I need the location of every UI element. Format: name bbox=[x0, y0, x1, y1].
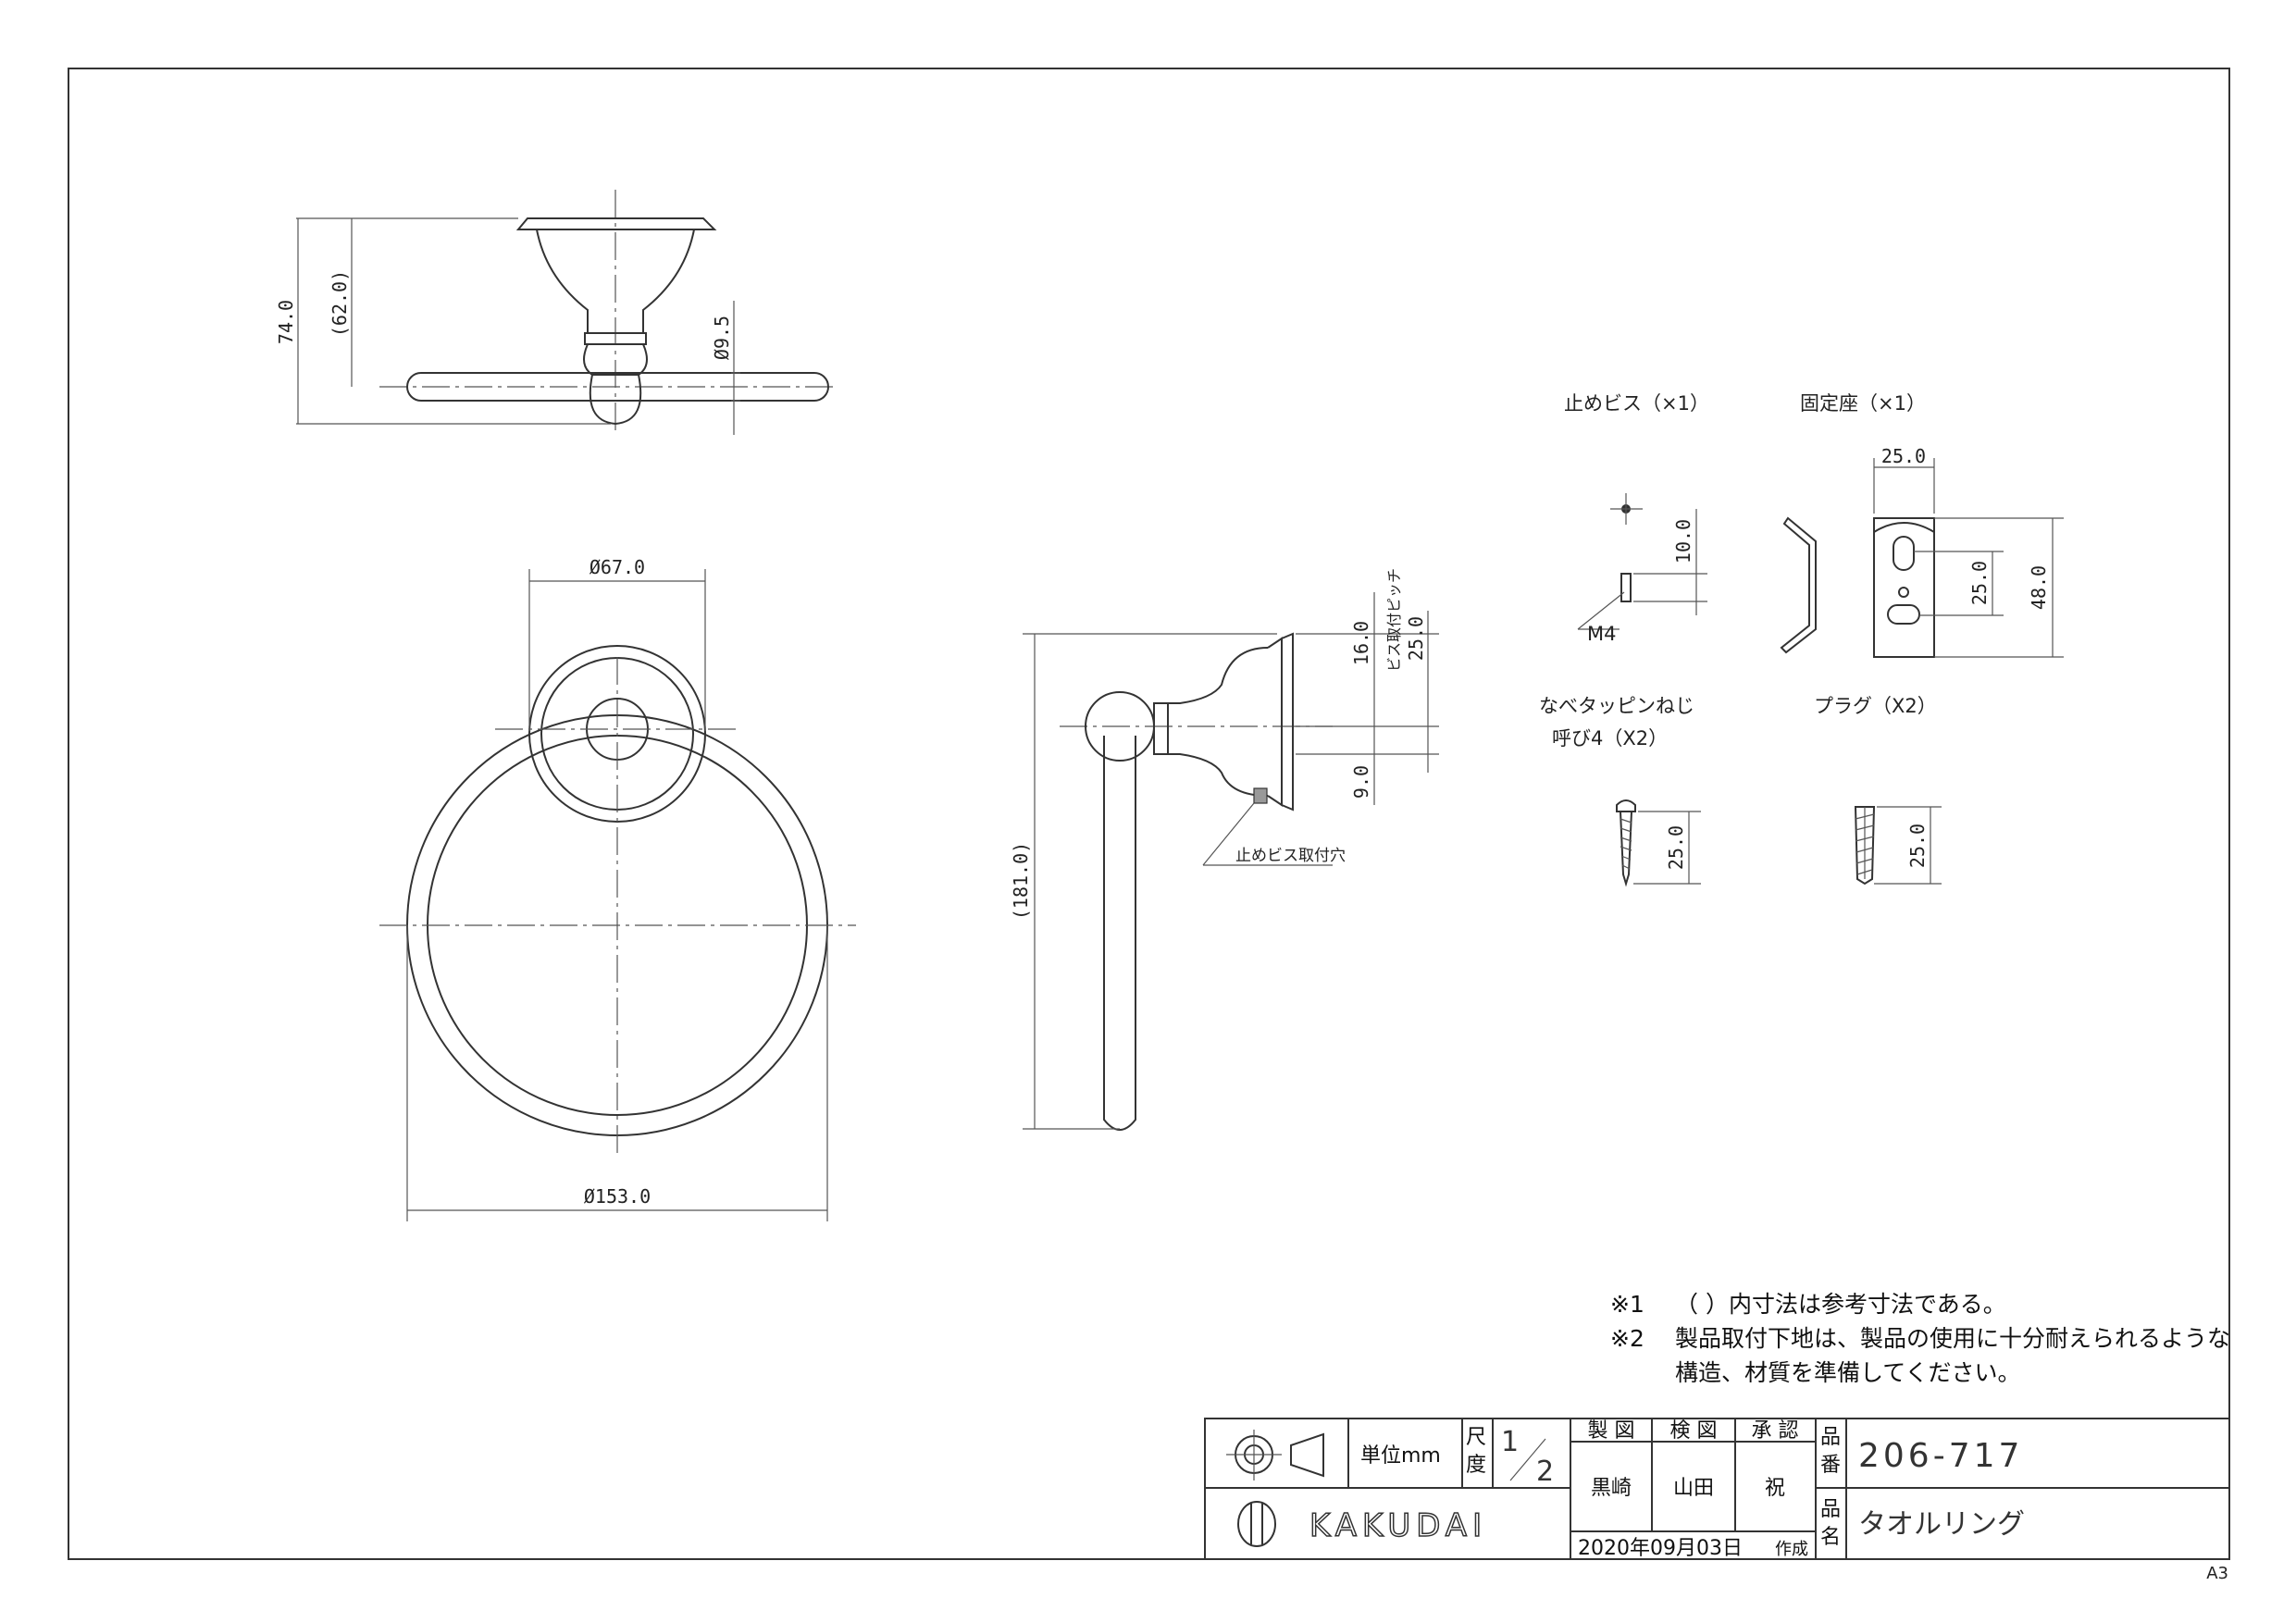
date-suffix: 作成 bbox=[1775, 1540, 1808, 1559]
part-no-label-1: 品 bbox=[1820, 1426, 1841, 1449]
screw-dim: 10.0 bbox=[1672, 519, 1694, 564]
hole-label: 止めビス取付穴 bbox=[1235, 847, 1346, 865]
drawn-header: 製 図 bbox=[1588, 1419, 1635, 1443]
tapping-title-1: なべタッピンねじ bbox=[1539, 695, 1694, 717]
approved-by: 祝 bbox=[1765, 1477, 1785, 1500]
dim-length-ref: (181.0) bbox=[1010, 842, 1032, 920]
dim-height-total: 74.0 bbox=[275, 300, 297, 344]
projection-symbol-icon bbox=[1226, 1430, 1324, 1481]
approved-header: 承 認 bbox=[1752, 1419, 1799, 1443]
kakudai-logo-icon bbox=[1237, 1501, 1276, 1547]
note-3-text: 構造、材質を準備してください。 bbox=[1675, 1359, 2021, 1386]
parts-screw: 止めビス（×1） 10.0 M4 bbox=[1564, 392, 1709, 645]
note-1-mark: ※1 bbox=[1610, 1291, 1644, 1318]
checked-header: 検 図 bbox=[1670, 1419, 1718, 1443]
front-view: Ø67.0 Ø153.0 bbox=[379, 556, 856, 1221]
sheet-size: A3 bbox=[2206, 1564, 2228, 1583]
top-view: 74.0 (62.0) Ø9.5 bbox=[275, 190, 838, 435]
parts-plug: プラグ（X2） 25.0 bbox=[1814, 695, 1942, 886]
note-1-text: （ ）内寸法は参考寸法である。 bbox=[1675, 1291, 2006, 1318]
dim-bar-dia: Ø9.5 bbox=[711, 316, 733, 360]
pitch-label: ビス取付ピッチ bbox=[1385, 568, 1403, 672]
dim-ring-dia: Ø153.0 bbox=[584, 1185, 651, 1208]
plug-length: 25.0 bbox=[1906, 824, 1929, 868]
scale-den: 2 bbox=[1536, 1456, 1554, 1488]
part-name-label-1: 品 bbox=[1820, 1498, 1841, 1521]
tapping-length: 25.0 bbox=[1665, 825, 1687, 870]
screw-title: 止めビス（×1） bbox=[1564, 392, 1709, 415]
drawn-by: 黒崎 bbox=[1591, 1477, 1632, 1500]
base-width: 25.0 bbox=[1881, 445, 1926, 467]
parts-tapping-screw: なべタッピンねじ 呼び4（X2） 25.0 bbox=[1539, 695, 1701, 887]
parts-base: 固定座（×1） 25.0 48.0 25.0 bbox=[1780, 392, 2064, 658]
scale-label-1: 尺 bbox=[1466, 1426, 1486, 1449]
dim-lower: 9.0 bbox=[1350, 765, 1372, 799]
note-2-text: 製品取付下地は、製品の使用に十分耐えられるような bbox=[1675, 1325, 2230, 1352]
title-block: 単位mm 尺 度 1 2 製 図 検 図 承 認 黒崎 山田 祝 2020年09… bbox=[1204, 1418, 2230, 1560]
unit-label: 単位mm bbox=[1360, 1444, 1441, 1468]
part-name: タオルリング bbox=[1858, 1508, 2025, 1541]
base-title: 固定座（×1） bbox=[1800, 392, 1926, 415]
notes: ※1 （ ）内寸法は参考寸法である。 ※2 製品取付下地は、製品の使用に十分耐え… bbox=[1610, 1291, 2230, 1386]
part-name-label-2: 名 bbox=[1820, 1526, 1841, 1549]
dim-pitch: 25.0 bbox=[1405, 616, 1427, 661]
plug-title: プラグ（X2） bbox=[1814, 695, 1937, 717]
scale-num: 1 bbox=[1501, 1426, 1519, 1458]
brand-logo: KAKUDAI bbox=[1309, 1507, 1487, 1544]
side-view: 16.0 9.0 25.0 ビス取付ピッチ (181.0) 止めビス取付穴 bbox=[1010, 568, 1439, 1131]
dim-height-ref: (62.0) bbox=[329, 270, 351, 337]
sheet-border bbox=[68, 68, 2230, 1560]
date: 2020年09月03日 bbox=[1578, 1537, 1743, 1560]
part-no-label-2: 番 bbox=[1820, 1454, 1841, 1477]
dim-flange-dia: Ø67.0 bbox=[590, 556, 645, 578]
base-pitch: 25.0 bbox=[1968, 561, 1991, 605]
checked-by: 山田 bbox=[1673, 1477, 1714, 1500]
tapping-title-2: 呼び4（X2） bbox=[1552, 727, 1668, 750]
dim-upper: 16.0 bbox=[1350, 621, 1372, 665]
screw-thread: M4 bbox=[1587, 623, 1616, 645]
base-height: 48.0 bbox=[2028, 565, 2050, 610]
part-no: 206-717 bbox=[1858, 1437, 2023, 1475]
scale-label-2: 度 bbox=[1466, 1454, 1486, 1477]
note-2-mark: ※2 bbox=[1610, 1325, 1644, 1352]
